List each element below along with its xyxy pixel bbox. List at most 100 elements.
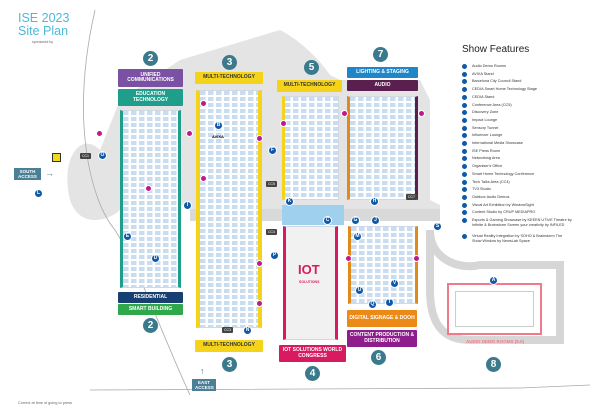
hall-3-number: 3 (222, 55, 237, 70)
legend-item-label: ISE Press Room (472, 148, 501, 153)
legend-marker-icon (462, 179, 467, 185)
restroom-icon (280, 120, 287, 127)
feature-marker[interactable]: I (183, 201, 192, 210)
hall-2-label-smart-building: SMART BUILDING (118, 304, 183, 315)
feature-marker[interactable]: A (489, 276, 498, 285)
feature-marker[interactable]: S (433, 222, 442, 231)
legend-item-label: Outdoor Audio Demos (472, 194, 510, 199)
hall-7 (347, 96, 418, 200)
hall-4-label: IOT SOLUTIONS WORLD CONGRESS (279, 345, 346, 362)
hall-2 (120, 110, 181, 288)
feature-marker[interactable]: O (98, 151, 107, 160)
legend-item: Influencer Lounge (462, 133, 597, 139)
hall-3-number-bottom: 3 (222, 357, 237, 372)
legend-item: CEDIA Stand (462, 94, 597, 100)
iot-logo-sub: SOLUTIONS (299, 280, 320, 284)
legend-marker-icon (462, 133, 467, 139)
legend-item: Impact Lounge (462, 117, 597, 123)
hall-8-label: AUDIO DEMO ROOMS (8.0) (465, 339, 524, 344)
legend-item-label: International Media Showcase (472, 141, 523, 145)
legend-item-label: Influencer Lounge (472, 133, 503, 138)
cc1-label: CC1 (80, 153, 92, 159)
restroom-icon (145, 185, 152, 192)
hall-2-number-bottom: 2 (143, 318, 158, 333)
feature-marker[interactable]: N (243, 326, 252, 335)
legend-item: Barcelona City Council Stand (462, 79, 597, 85)
hall-4-number: 4 (305, 366, 320, 381)
feature-marker[interactable]: U (355, 286, 364, 295)
feature-marker[interactable]: G (351, 216, 360, 225)
feature-marker[interactable]: J (371, 216, 380, 225)
feature-marker[interactable]: D (151, 254, 160, 263)
legend-marker-icon (462, 110, 467, 116)
legend-item-label: Visual Art Exhibition by WindowSight (472, 202, 534, 207)
hall-3 (196, 90, 262, 328)
legend-item: Organiser's Office (462, 164, 597, 170)
cc7-label: CC7 (406, 194, 418, 200)
legend-marker-icon (462, 102, 467, 108)
feature-marker[interactable]: M (353, 232, 362, 241)
cc4-label: CC4 (266, 229, 278, 235)
legend-item: Sensory Tunnel (462, 125, 597, 131)
hall-3-label-bottom: MULTI-TECHNOLOGY (195, 340, 263, 352)
feature-marker[interactable]: L (34, 189, 43, 198)
legend-item-label: Conference Area (CC5) (472, 102, 512, 107)
arrow-right-icon: → (45, 168, 54, 178)
legend-item: Conference Area (CC5) (462, 102, 597, 108)
legend-item: AVIXA Stand (462, 71, 597, 77)
legend-marker-icon (462, 79, 467, 85)
legend-item: Virtual Reality Integration by SOHO & Br… (462, 234, 597, 243)
avixa-label: AVIXA (212, 134, 224, 139)
legend-marker-icon (462, 218, 467, 223)
legend-marker-icon (462, 87, 467, 93)
legend-item-label: CEDIA Smart Home Technology Stage (472, 87, 537, 92)
feature-marker[interactable]: P (270, 251, 279, 260)
restroom-icon (256, 260, 263, 267)
legend-item: Visual Art Exhibition by WindowSight (462, 202, 597, 208)
legend-item: Smart Home Technology Conference (462, 171, 597, 177)
feature-marker[interactable]: Q (368, 300, 377, 309)
hall-2-label-unified: UNIFIED COMMUNICATIONS (118, 69, 183, 87)
feature-marker[interactable]: E (123, 232, 132, 241)
hall-5-label: MULTI-TECHNOLOGY (277, 80, 342, 92)
legend-item-label: Tech Talks Area (CC4) (472, 179, 510, 184)
legend-item-label: Esports & Gaming Showcase by KEEEN UTIVE… (472, 218, 572, 227)
title-line: Site Plan (18, 24, 69, 38)
feature-marker[interactable]: K (285, 197, 294, 206)
feature-marker[interactable]: B (214, 121, 223, 130)
feature-marker[interactable]: V (390, 279, 399, 288)
restroom-icon (200, 175, 207, 182)
iot-logo: IOT (298, 262, 320, 277)
legend-marker-icon (462, 125, 467, 131)
hall-2-label-residential: RESIDENTIAL (118, 292, 183, 303)
cc5-label: CC5 (266, 181, 278, 187)
footer-note: Correct at time of going to press (18, 401, 73, 405)
hall-6-label-content: CONTENT PRODUCTION & DISTRIBUTION (347, 330, 417, 347)
east-access-label: EAST ACCESS (192, 379, 216, 391)
feature-marker[interactable]: H (370, 197, 379, 206)
legend-item-label: Impact Lounge (472, 117, 498, 122)
legend-item: Outdoor Audio Demos (462, 194, 597, 200)
hall-2-number: 2 (143, 51, 158, 66)
feature-marker[interactable]: T (385, 298, 394, 307)
legend-marker-icon (462, 234, 467, 239)
hall-7-label-lighting: LIGHTING & STAGING (347, 67, 418, 78)
hall-2-label-education: EDUCATION TECHNOLOGY (118, 89, 183, 106)
arrow-up-icon: ↑ (200, 366, 205, 376)
legend-item: Audio Demo Rooms (462, 64, 597, 69)
legend-marker-icon (462, 194, 467, 200)
legend-marker-icon (462, 94, 467, 100)
restroom-icon (345, 255, 352, 262)
feature-marker[interactable]: F (268, 146, 277, 155)
hall-7-number: 7 (373, 47, 388, 62)
cc3-label: CC3 (222, 327, 234, 333)
hall-8-room (455, 291, 534, 327)
legend-marker-icon (462, 148, 467, 154)
legend-title: Show Features (462, 44, 530, 55)
restroom-icon (341, 110, 348, 117)
legend-item-label: Smart Home Technology Conference (472, 171, 535, 176)
restroom-icon (256, 300, 263, 307)
legend-item: International Media Showcase (462, 141, 597, 146)
hall-8-number: 8 (486, 357, 501, 372)
feature-marker[interactable]: C (323, 216, 332, 225)
